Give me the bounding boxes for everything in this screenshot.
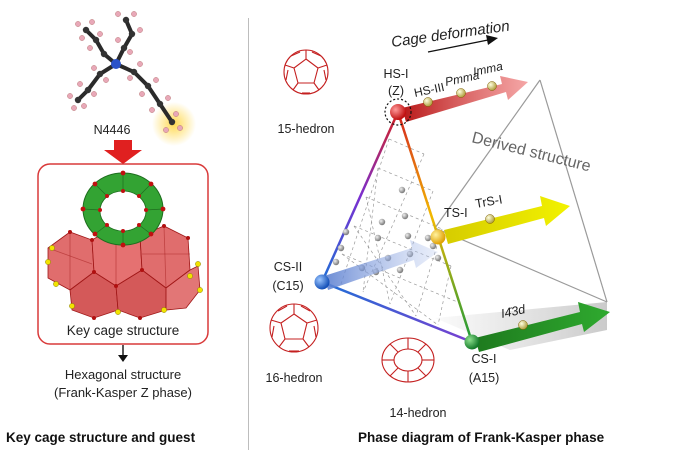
n4446-molecule-icon [67, 11, 196, 146]
cs1-label-2: (A15) [469, 371, 500, 385]
cage-deformation-arrow-icon [427, 35, 498, 53]
imma-label: Imma [472, 59, 505, 79]
left-panel: N4446 [37, 11, 209, 400]
cage-deformation-label: Cage deformation [390, 18, 510, 51]
hs1-label-2: (Z) [388, 84, 404, 98]
hedron-15-label: 15-hedron [278, 122, 335, 136]
hedron-14-label: 14-hedron [390, 406, 447, 420]
hs1-label-1: HS-I [384, 67, 409, 81]
derived-phase-points [423, 81, 528, 330]
cs2-vertex [314, 274, 330, 290]
trs1-label: TrS-I [474, 192, 503, 211]
hedron-16-icon [269, 303, 319, 353]
cs2-label-2: (C15) [272, 279, 303, 293]
derived-structure-frame [434, 79, 608, 303]
hs1-vertex [390, 104, 406, 120]
cs2-label-1: CS-II [274, 260, 302, 274]
cs1-vertex [464, 334, 480, 350]
hedron-15-icon [283, 49, 329, 95]
right-caption: Phase diagram of Frank-Kasper phase [358, 430, 605, 445]
edge-cs2-cs1 [321, 280, 473, 344]
green-path-arrow [475, 302, 610, 352]
i43d-label: I4̄3d [500, 302, 528, 321]
hs1-dashed-ring [384, 98, 412, 126]
result-line-2: (Frank-Kasper Z phase) [54, 385, 192, 400]
right-panel: Cage deformation Derived structure HS-I … [266, 18, 610, 420]
cs1-label-1: CS-I [472, 352, 497, 366]
panel-divider [248, 18, 249, 450]
ts1-label: TS-I [444, 206, 468, 220]
ts1-vertex [430, 229, 446, 245]
red-cage-cluster-icon [45, 224, 203, 320]
green-ring-cage-icon [80, 170, 166, 248]
down-arrow-icon [104, 140, 142, 164]
small-down-arrow-icon [118, 345, 128, 362]
molecule-label: N4446 [94, 123, 131, 137]
left-caption: Key cage structure and guest [6, 430, 196, 445]
result-line-1: Hexagonal structure [65, 367, 181, 382]
edge-hs1-cs2 [320, 111, 400, 283]
hs3-label: HS-III [413, 80, 446, 100]
hedron-14-icon [381, 337, 435, 383]
cage-box-label: Key cage structure [67, 323, 180, 338]
yellow-path-arrow [444, 196, 570, 244]
blue-path-arrow [324, 240, 438, 290]
hedron-16-label: 16-hedron [266, 371, 323, 385]
edge-hs1-cs1 [396, 111, 474, 343]
